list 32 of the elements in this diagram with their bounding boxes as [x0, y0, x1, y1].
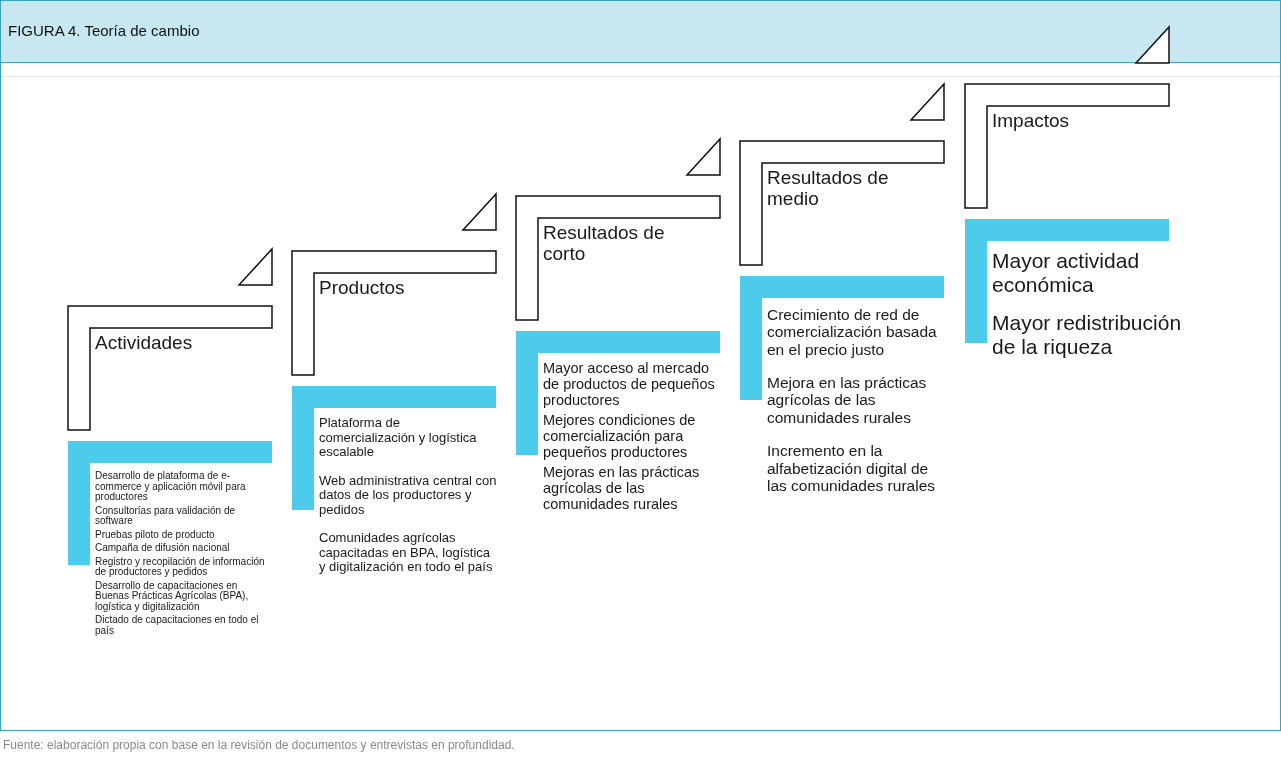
stage-item: Mayor redistribución de la riqueza — [992, 311, 1182, 360]
step-bracket — [68, 306, 272, 430]
stage-panel — [292, 386, 496, 575]
source-note: Fuente: elaboración propia con base en la revisión de documentos y entrevistas en profundidad. — [3, 738, 515, 752]
stage-item: Pruebas piloto de producto — [95, 529, 216, 540]
stage-item: Mayor actividad económica — [992, 249, 1141, 298]
step-bracket — [292, 251, 496, 375]
stage-item: Mejoras en las prácticas agrícolas de las comunidades rurales — [543, 464, 701, 513]
stage-item: Mayor acceso al mercado de productos de pequeños productores — [543, 361, 716, 409]
step-bracket — [740, 141, 944, 265]
stage-item: Plataforma de comercialización y logística escalable — [319, 416, 478, 460]
stage-item: Mejora en las prácticas agrícolas de las comunidades rurales — [767, 374, 928, 427]
stage-item: Dictado de capacitaciones en todo el país — [95, 615, 260, 636]
stage-item: Registro y recopilación de información de productores y pedidos — [95, 556, 266, 578]
stage-heading: Resultados de corto — [543, 223, 666, 265]
stage-item: Consultorías para validación de software — [95, 505, 237, 527]
stage-item: Desarrollo de plataforma de e-commerce y aplicación móvil para productores — [95, 471, 247, 503]
stage-panel — [68, 441, 272, 636]
stage-item: Incremento en la alfabetización digital de las comunidades rurales — [767, 442, 936, 495]
stage-item: Mejores condiciones de comercialización para pequeños productores — [543, 412, 697, 461]
stage-heading: Impactos — [992, 111, 1071, 132]
stage-item: Comunidades agrícolas capacitadas en BPA, logística y digitalización en todo el país — [319, 531, 494, 575]
stage-item: Campaña de difusión nacional — [95, 543, 231, 554]
figure-title: FIGURA 4. Teoría de cambio — [8, 22, 200, 39]
step-bracket — [965, 84, 1169, 208]
stage-heading: Resultados de medio — [767, 168, 890, 210]
stage-heading: Productos — [319, 278, 406, 299]
stage-item: Desarrollo de capacitaciones en Buenas Prácticas Agrícolas (BPA), logística y digitalización — [95, 580, 250, 612]
stage-item: Crecimiento de red de comercialización basada en el precio justo — [767, 306, 938, 359]
stage-item: Web administrativa central con datos de los productores y pedidos — [319, 473, 498, 518]
stage-heading: Actividades — [95, 333, 194, 354]
step-bracket — [516, 196, 720, 320]
